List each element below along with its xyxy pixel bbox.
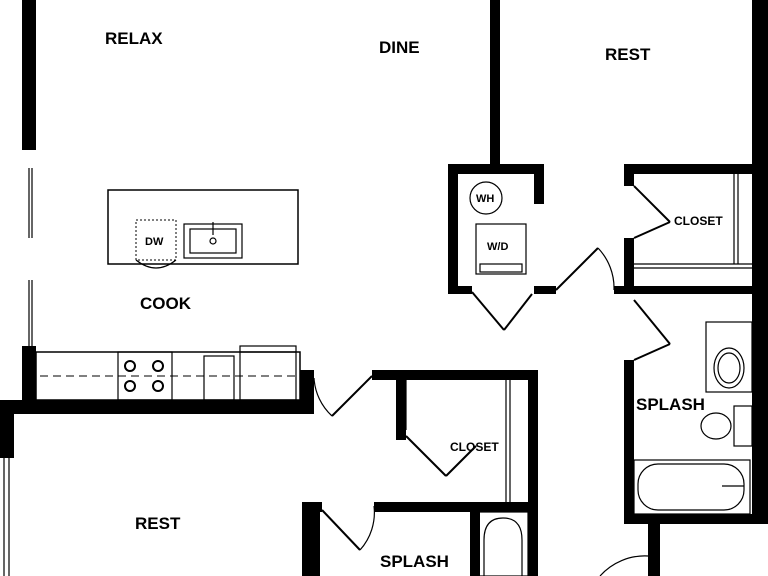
doors: [313, 185, 671, 576]
room-label-rest-bottom: REST: [135, 514, 181, 533]
refrigerator: [239, 345, 297, 401]
dishwasher-outline: [135, 219, 177, 261]
washer-dryer: [475, 223, 527, 275]
toilet: [700, 412, 732, 440]
room-label-splash-bottom: SPLASH: [380, 552, 449, 571]
fixtures: [35, 174, 753, 576]
bottom-tub: [477, 511, 529, 576]
range: [117, 351, 173, 401]
room-label-relax: RELAX: [105, 29, 163, 48]
dishwasher-label: DW: [145, 236, 164, 248]
closet-label-top-right: CLOSET: [674, 214, 723, 228]
water-heater-label: WH: [476, 193, 494, 205]
bathtub: [633, 459, 751, 515]
labels: RELAX DINE REST COOK REST SPLASH SPLASH …: [105, 29, 723, 571]
kitchen-island: [107, 189, 299, 265]
water-heater: [469, 181, 503, 215]
kitchen-counter: [35, 351, 301, 401]
vanity: [705, 321, 753, 393]
closet-label-middle: CLOSET: [450, 440, 499, 454]
washer-dryer-label: W/D: [487, 241, 508, 253]
room-label-rest-top: REST: [605, 45, 651, 64]
room-label-dine: DINE: [379, 38, 420, 57]
room-label-cook: COOK: [140, 294, 192, 313]
room-label-splash-right: SPLASH: [636, 395, 705, 414]
